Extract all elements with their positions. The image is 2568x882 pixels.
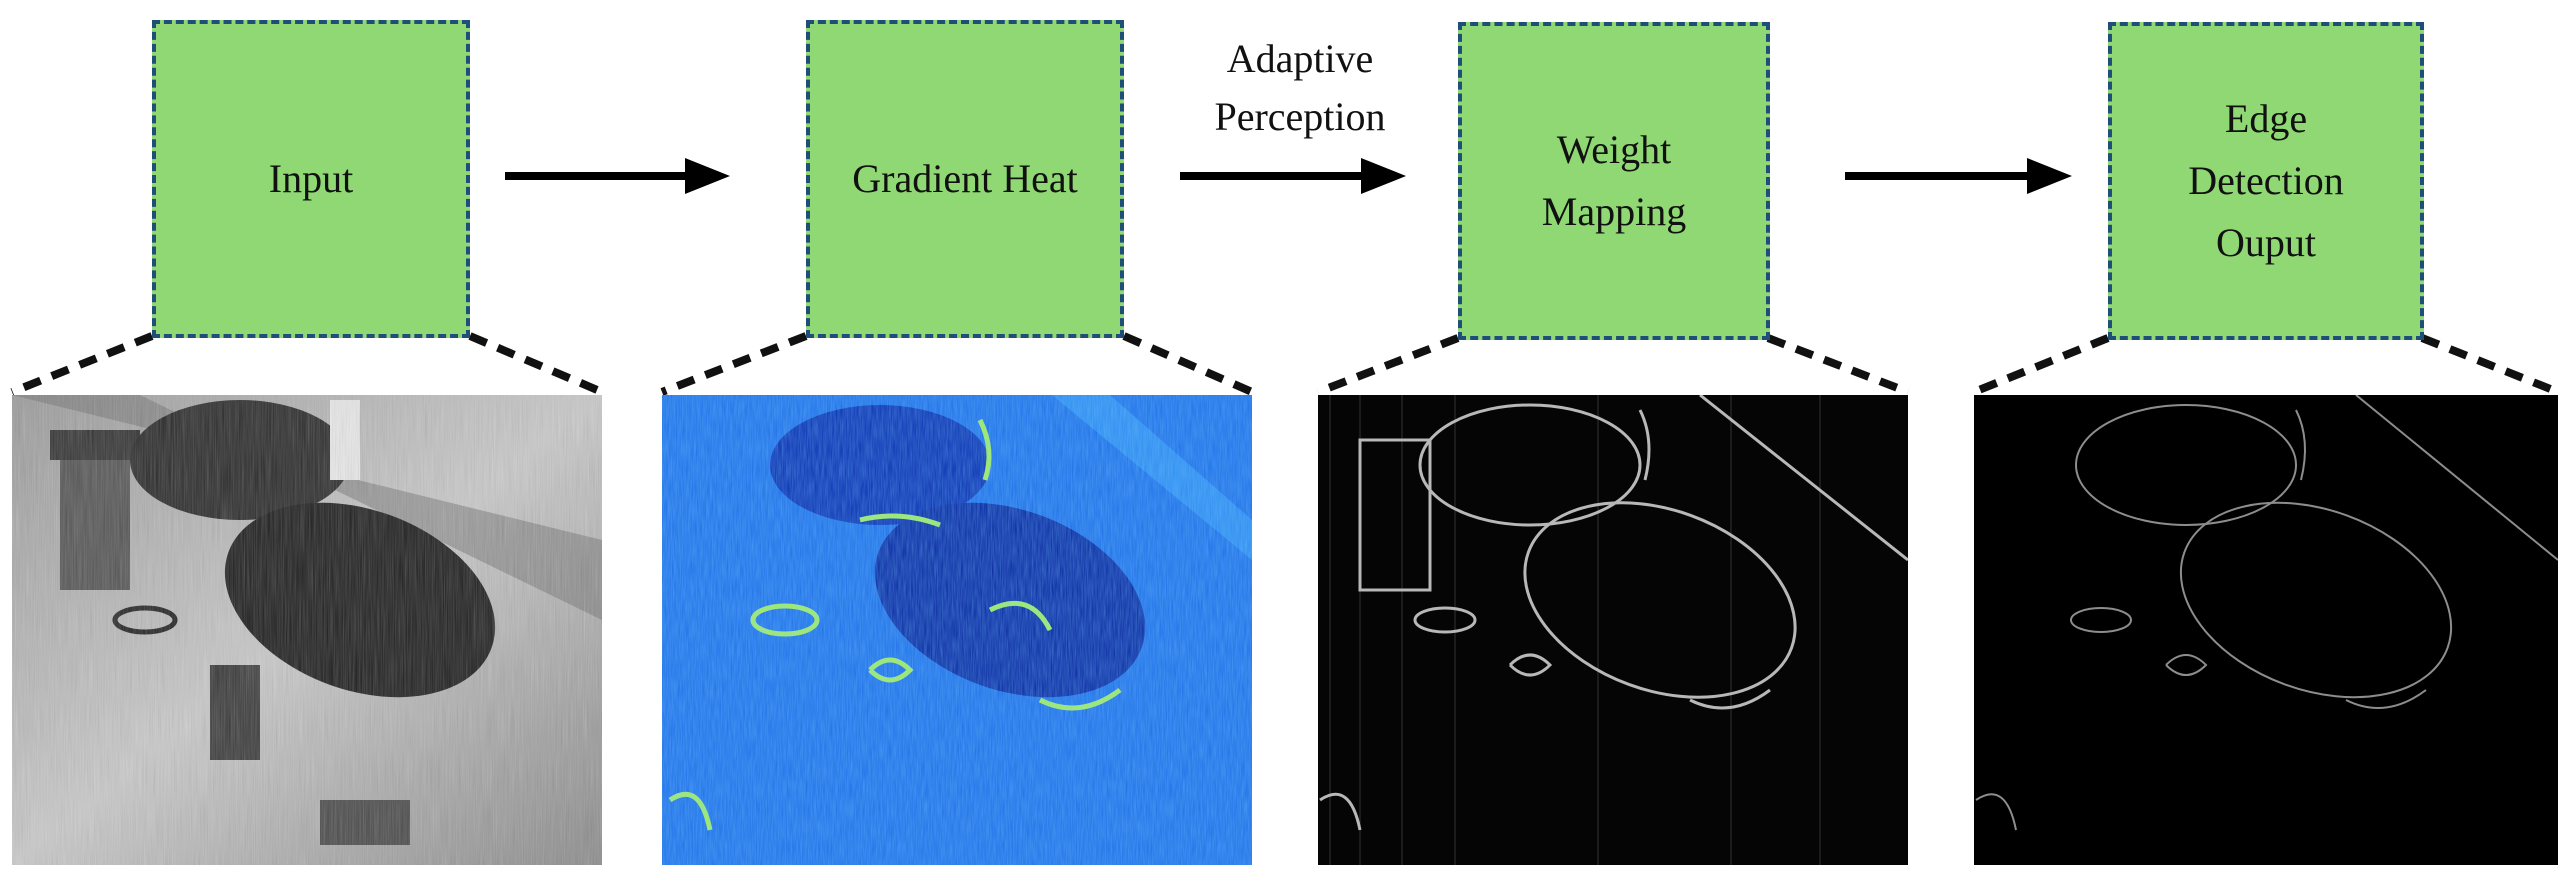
adaptive-perception-label: Adaptive Perception xyxy=(1160,30,1440,146)
input-image-panel xyxy=(12,395,602,865)
arrowhead-3 xyxy=(2027,158,2072,194)
edge-detection-box-line-1: Edge xyxy=(2224,96,2308,141)
gradient-heat-image-panel xyxy=(662,395,1252,865)
edge-detection-output-image-panel xyxy=(1974,395,2558,865)
weight-mapping-image-panel xyxy=(1318,395,1908,865)
edge-detection-box-line-3: Ouput xyxy=(2216,220,2316,265)
input-box-label: Input xyxy=(268,156,354,201)
gradient-heat-box-label: Gradient Heat xyxy=(852,156,1078,201)
arrowhead-1 xyxy=(685,158,730,194)
projection-lines xyxy=(10,332,2560,396)
arrow-label-line-2: Perception xyxy=(1214,94,1386,139)
weight-mapping-box: Weight Mapping xyxy=(1458,22,1770,340)
arrow-label-line-1: Adaptive xyxy=(1226,36,1374,81)
edge-detection-output-box: Edge Detection Ouput xyxy=(2108,22,2424,340)
weight-mapping-box-line-1: Weight xyxy=(1556,127,1672,172)
gradient-heat-box: Gradient Heat xyxy=(806,20,1124,338)
weight-mapping-box-line-2: Mapping xyxy=(1541,189,1687,234)
arrow-heads xyxy=(685,158,2072,194)
input-box: Input xyxy=(152,20,470,338)
arrowhead-2 xyxy=(1361,158,1406,194)
edge-detection-box-line-2: Detection xyxy=(2188,158,2344,203)
